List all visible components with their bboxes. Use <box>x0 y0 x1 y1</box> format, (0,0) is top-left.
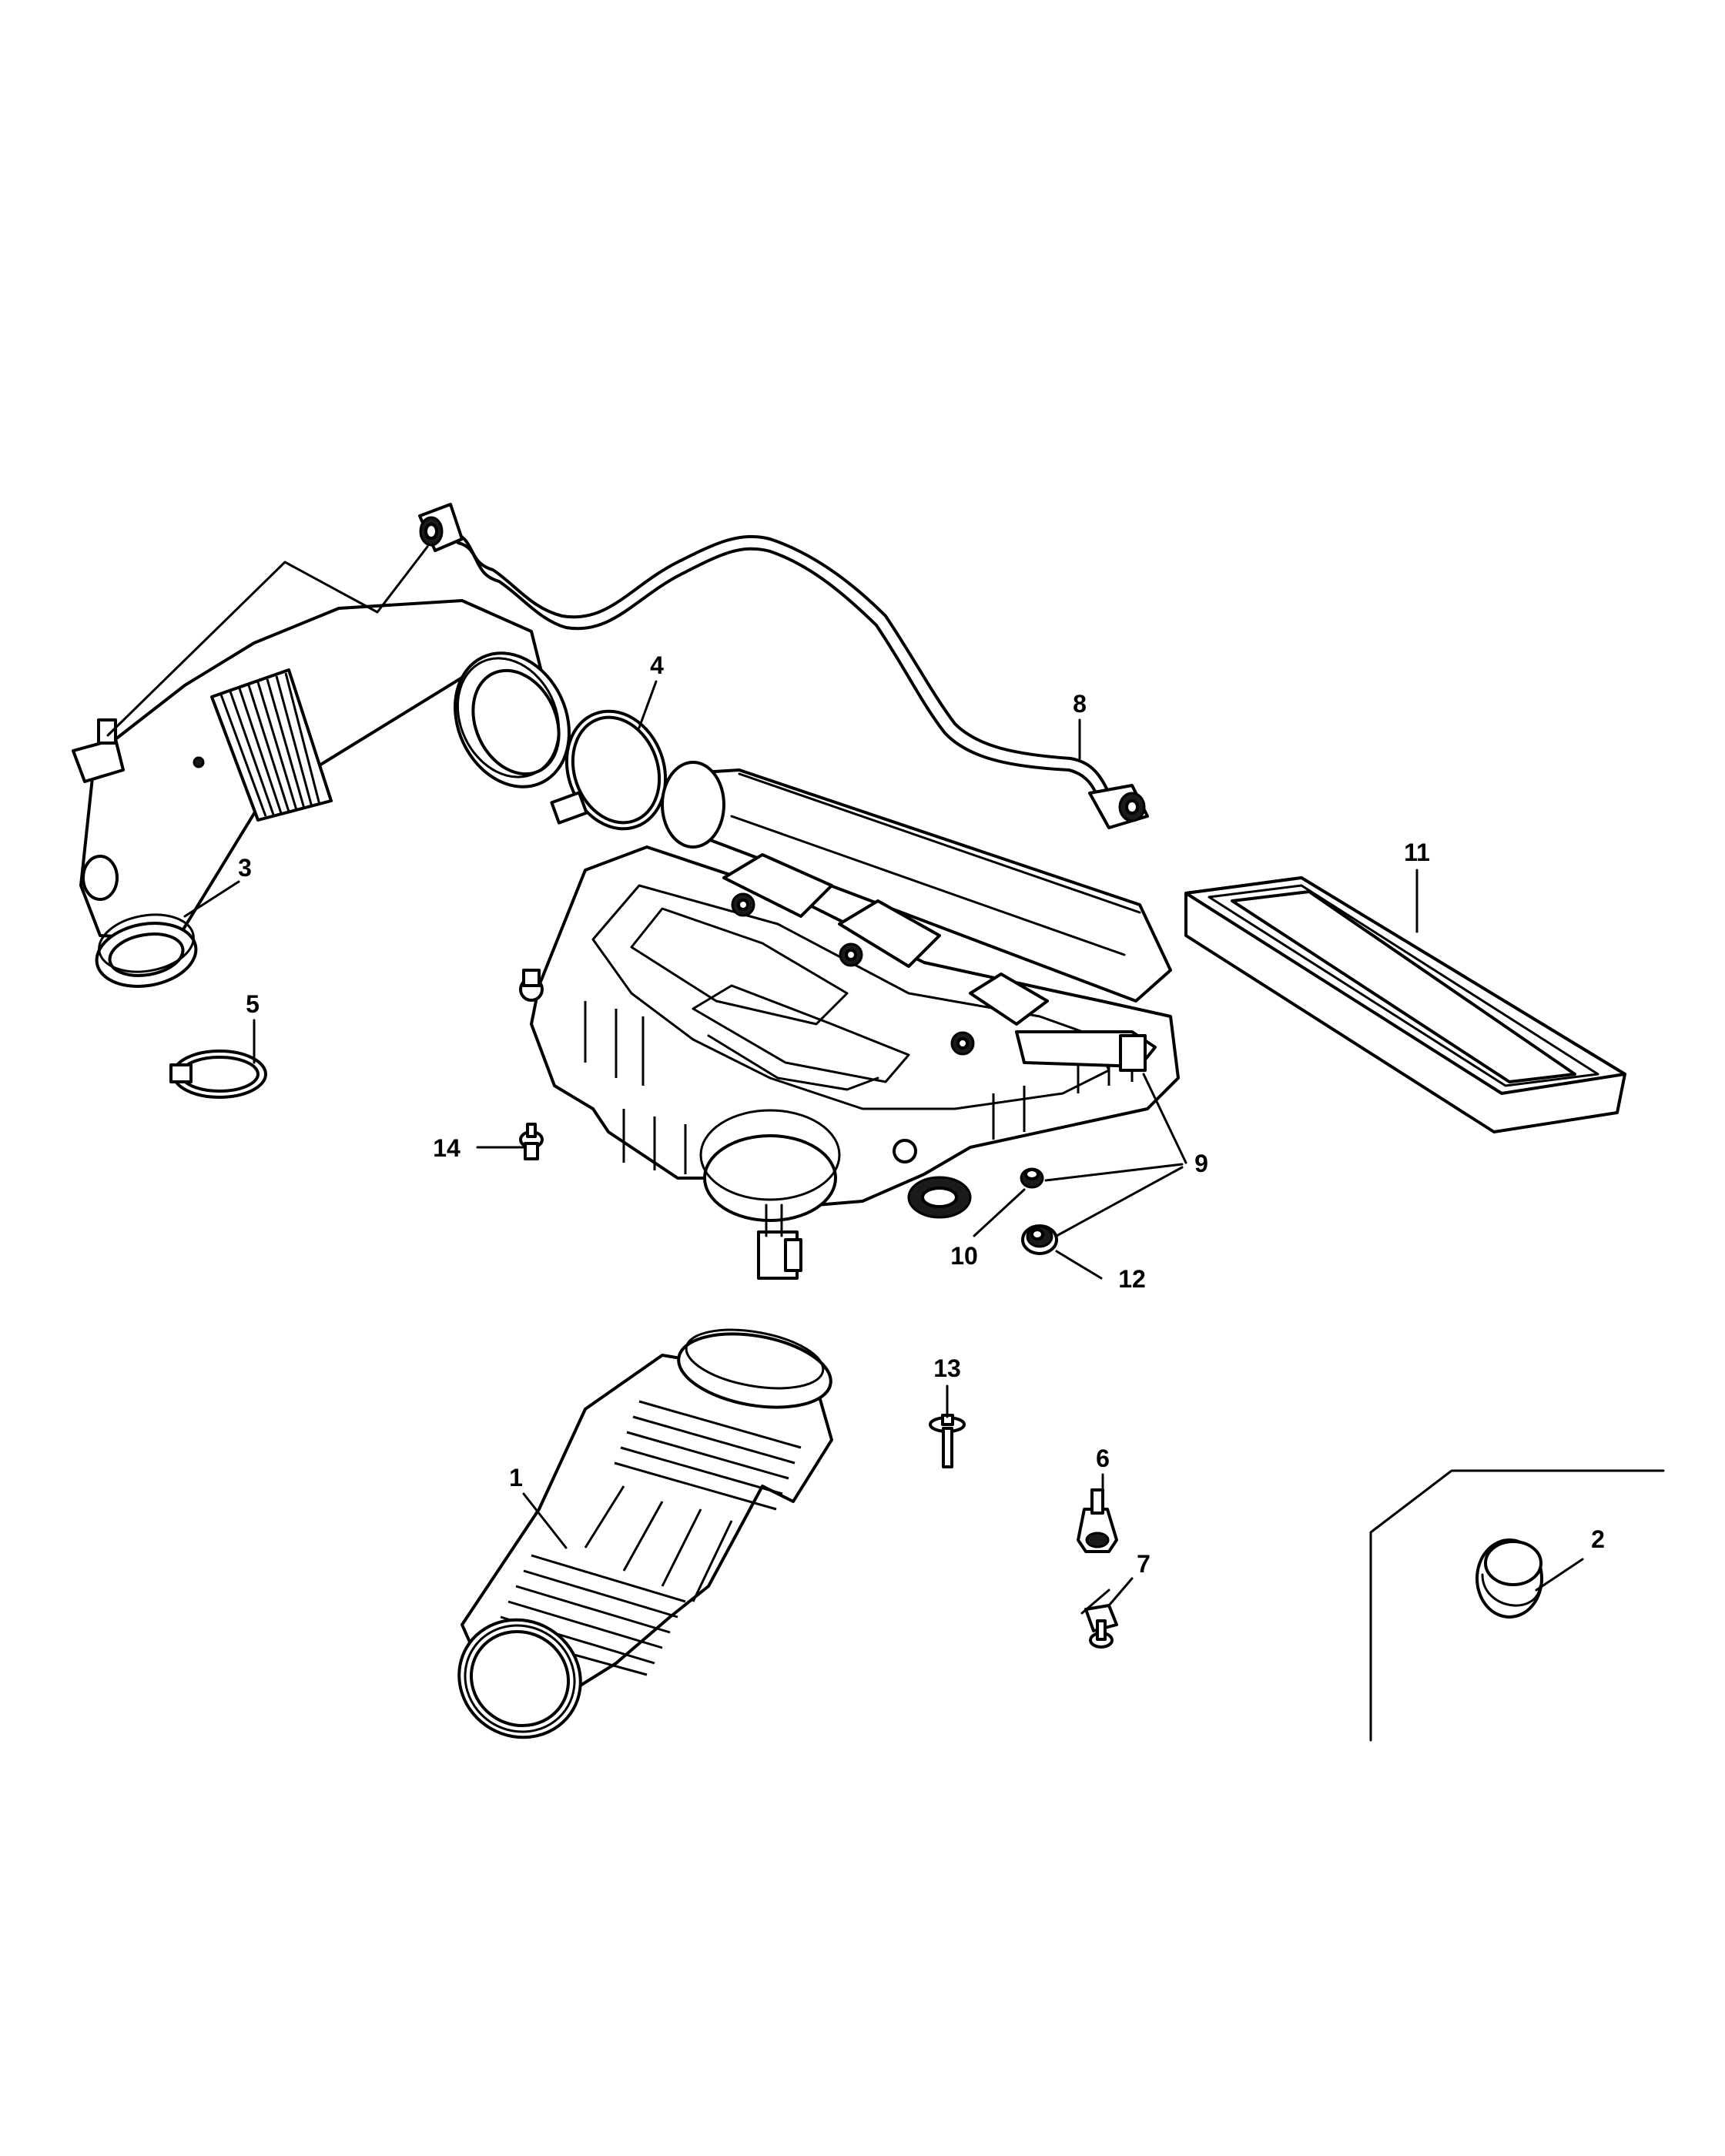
callout-1: 1 <box>509 1464 523 1491</box>
callout-14: 14 <box>433 1134 461 1162</box>
part-11-filter <box>1184 876 1626 1133</box>
part-7-fastener <box>1080 1589 1118 1649</box>
callout-8: 8 <box>1073 690 1087 718</box>
callout-10: 10 <box>950 1242 978 1270</box>
callout-9: 9 <box>1194 1150 1208 1177</box>
leader-lines <box>183 680 1584 1607</box>
leader-bracket-top-left <box>106 545 429 737</box>
part-1-intake-hose <box>457 1328 833 1739</box>
part-10-grommet <box>1020 1167 1044 1189</box>
part-3-inlet-tube <box>72 599 571 988</box>
callout-11: 11 <box>1404 839 1430 866</box>
part-8-hose <box>418 503 1149 829</box>
callout-3: 3 <box>238 854 252 882</box>
part-14-pin <box>519 1123 544 1160</box>
part-4-clamp <box>550 709 668 831</box>
callout-6: 6 <box>1096 1445 1110 1472</box>
callout-labels: 1 2 3 4 5 6 7 8 9 10 11 12 13 14 <box>238 651 1605 1578</box>
callout-7: 7 <box>1137 1550 1151 1578</box>
callout-12: 12 <box>1118 1265 1146 1293</box>
part-13-bolt <box>929 1414 966 1468</box>
callout-2: 2 <box>1591 1525 1605 1553</box>
callout-4: 4 <box>650 651 664 679</box>
part-6-clip <box>1077 1488 1118 1553</box>
callout-13: 13 <box>933 1354 961 1382</box>
callout-5: 5 <box>246 990 260 1018</box>
part-2-inset <box>1369 1469 1665 1742</box>
air-cleaner-housing <box>519 761 1180 1280</box>
part-5-clamp <box>169 1050 267 1099</box>
part-12-grommet <box>1021 1224 1058 1255</box>
